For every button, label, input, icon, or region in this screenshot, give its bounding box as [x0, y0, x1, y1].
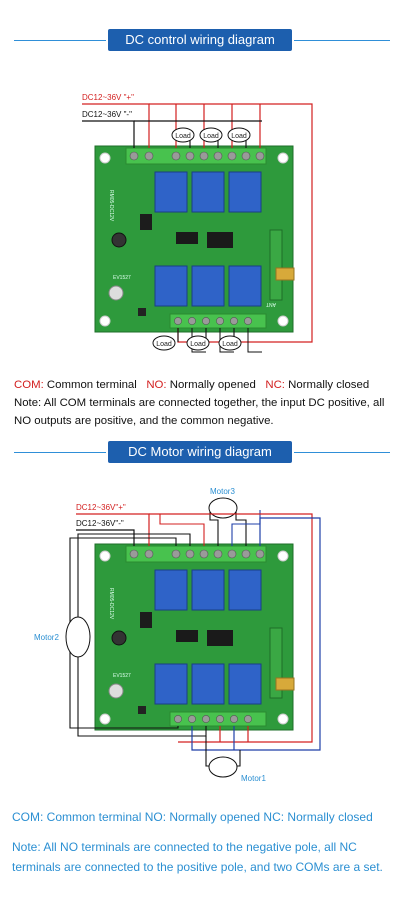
mount-hole — [277, 152, 289, 164]
load-label: Load — [222, 341, 238, 348]
dc-control-diagram: RM05-DC12V ANT EV1527 Load Load Load Loa… — [0, 80, 409, 370]
nc-text: Normally closed — [284, 379, 370, 391]
dc-negative-label: DC12~36V"-" — [76, 519, 124, 528]
motor2-label: Motor2 — [34, 633, 59, 642]
bottom-loads: Load Load Load — [152, 328, 262, 353]
header-line-left — [14, 452, 106, 453]
load-bottom-3 — [218, 335, 242, 351]
load-label: Load — [190, 341, 206, 348]
antenna-connector — [275, 267, 295, 281]
load-label: Load — [203, 133, 219, 140]
mount-hole — [277, 315, 289, 327]
section2-title: DC Motor wiring diagram — [108, 441, 292, 463]
com-text: Common terminal — [43, 379, 137, 391]
section2-note: Note: All NO terminals are connected to … — [12, 840, 383, 874]
terminal-screws-bottom — [174, 715, 252, 723]
com-label: COM: — [14, 379, 44, 391]
header-line-right — [294, 452, 390, 453]
section2-legend: COM: Common terminal NO: Normally opened… — [12, 810, 373, 824]
learn-button — [138, 308, 146, 316]
load-label: Load — [175, 133, 191, 140]
chip-text: EV1527 — [113, 673, 131, 679]
top-loads: Load Load Load — [171, 127, 251, 148]
load-label: Load — [231, 133, 247, 140]
section1-title: DC control wiring diagram — [108, 29, 292, 51]
section2-header: DC Motor wiring diagram — [0, 441, 409, 465]
relays-top-row — [154, 171, 262, 213]
dc-control-svg: RM05-DC12V ANT EV1527 Load Load Load Loa… — [82, 93, 313, 353]
relays-bottom-row — [154, 663, 262, 705]
motor3-symbol — [208, 497, 238, 519]
terminal-screws-top — [129, 549, 265, 559]
chip-text: EV1527 — [113, 275, 131, 281]
dc-positive-label: DC12~36V"+" — [76, 503, 126, 512]
learn-button — [138, 706, 146, 714]
load-top-2 — [199, 127, 223, 143]
dc-positive-label: DC12~36V "+" — [82, 93, 134, 102]
rf-module — [269, 229, 283, 301]
mount-hole — [99, 550, 111, 562]
no-label: NO: — [146, 379, 167, 391]
buzzer — [108, 683, 124, 699]
model-text: RM05-DC12V — [108, 588, 114, 620]
mount-hole — [99, 315, 111, 327]
load-top-1 — [171, 127, 195, 143]
ic-chip — [176, 232, 198, 244]
relays-top-row — [154, 569, 262, 611]
header-line-left — [14, 40, 106, 41]
bus-wires — [149, 513, 321, 751]
ic-chip — [207, 232, 233, 248]
dc-motor-svg: RM05-DC12V EV1527 Motor2 Motor3 Motor1 D… — [34, 487, 321, 783]
relays-bottom-row — [154, 265, 262, 307]
dc-negative-label: DC12~36V "-" — [82, 110, 132, 119]
mount-hole — [99, 713, 111, 725]
inductor — [111, 630, 127, 646]
load-top-3 — [227, 127, 251, 143]
legend-line: COM: Common terminal NO: Normally opened… — [14, 376, 404, 394]
ic-chip — [176, 630, 198, 642]
nc-label: NC: — [265, 379, 285, 391]
header-line-right — [294, 40, 390, 41]
capacitor — [140, 214, 152, 230]
ic-chip — [207, 630, 233, 646]
terminal-screws-bottom — [174, 317, 252, 325]
inductor — [111, 232, 127, 248]
antenna-connector — [275, 677, 295, 691]
model-text: RM05-DC12V — [108, 190, 114, 222]
mount-hole — [99, 152, 111, 164]
load-bottom-2 — [186, 335, 210, 351]
capacitor — [140, 612, 152, 628]
motor1-label: Motor1 — [241, 774, 266, 783]
no-text: Normally opened — [166, 379, 256, 391]
motor3-wires — [159, 510, 261, 546]
dc-motor-diagram: RM05-DC12V EV1527 Motor2 Motor3 Motor1 D… — [0, 480, 409, 790]
section1-note: Note: All COM terminals are connected to… — [14, 397, 385, 427]
section1-header: DC control wiring diagram — [0, 29, 409, 53]
buzzer — [108, 285, 124, 301]
motor1-symbol — [208, 756, 238, 778]
motor2-symbol — [65, 616, 91, 658]
mount-hole — [277, 550, 289, 562]
terminal-screws-top — [129, 151, 265, 161]
load-label: Load — [156, 341, 172, 348]
motor3-label: Motor3 — [210, 487, 235, 496]
section1-legend: COM: Common terminal NO: Normally opened… — [14, 376, 404, 430]
load-bottom-1 — [152, 335, 176, 351]
mount-hole — [277, 713, 289, 725]
antenna-text: ANT — [266, 301, 276, 307]
